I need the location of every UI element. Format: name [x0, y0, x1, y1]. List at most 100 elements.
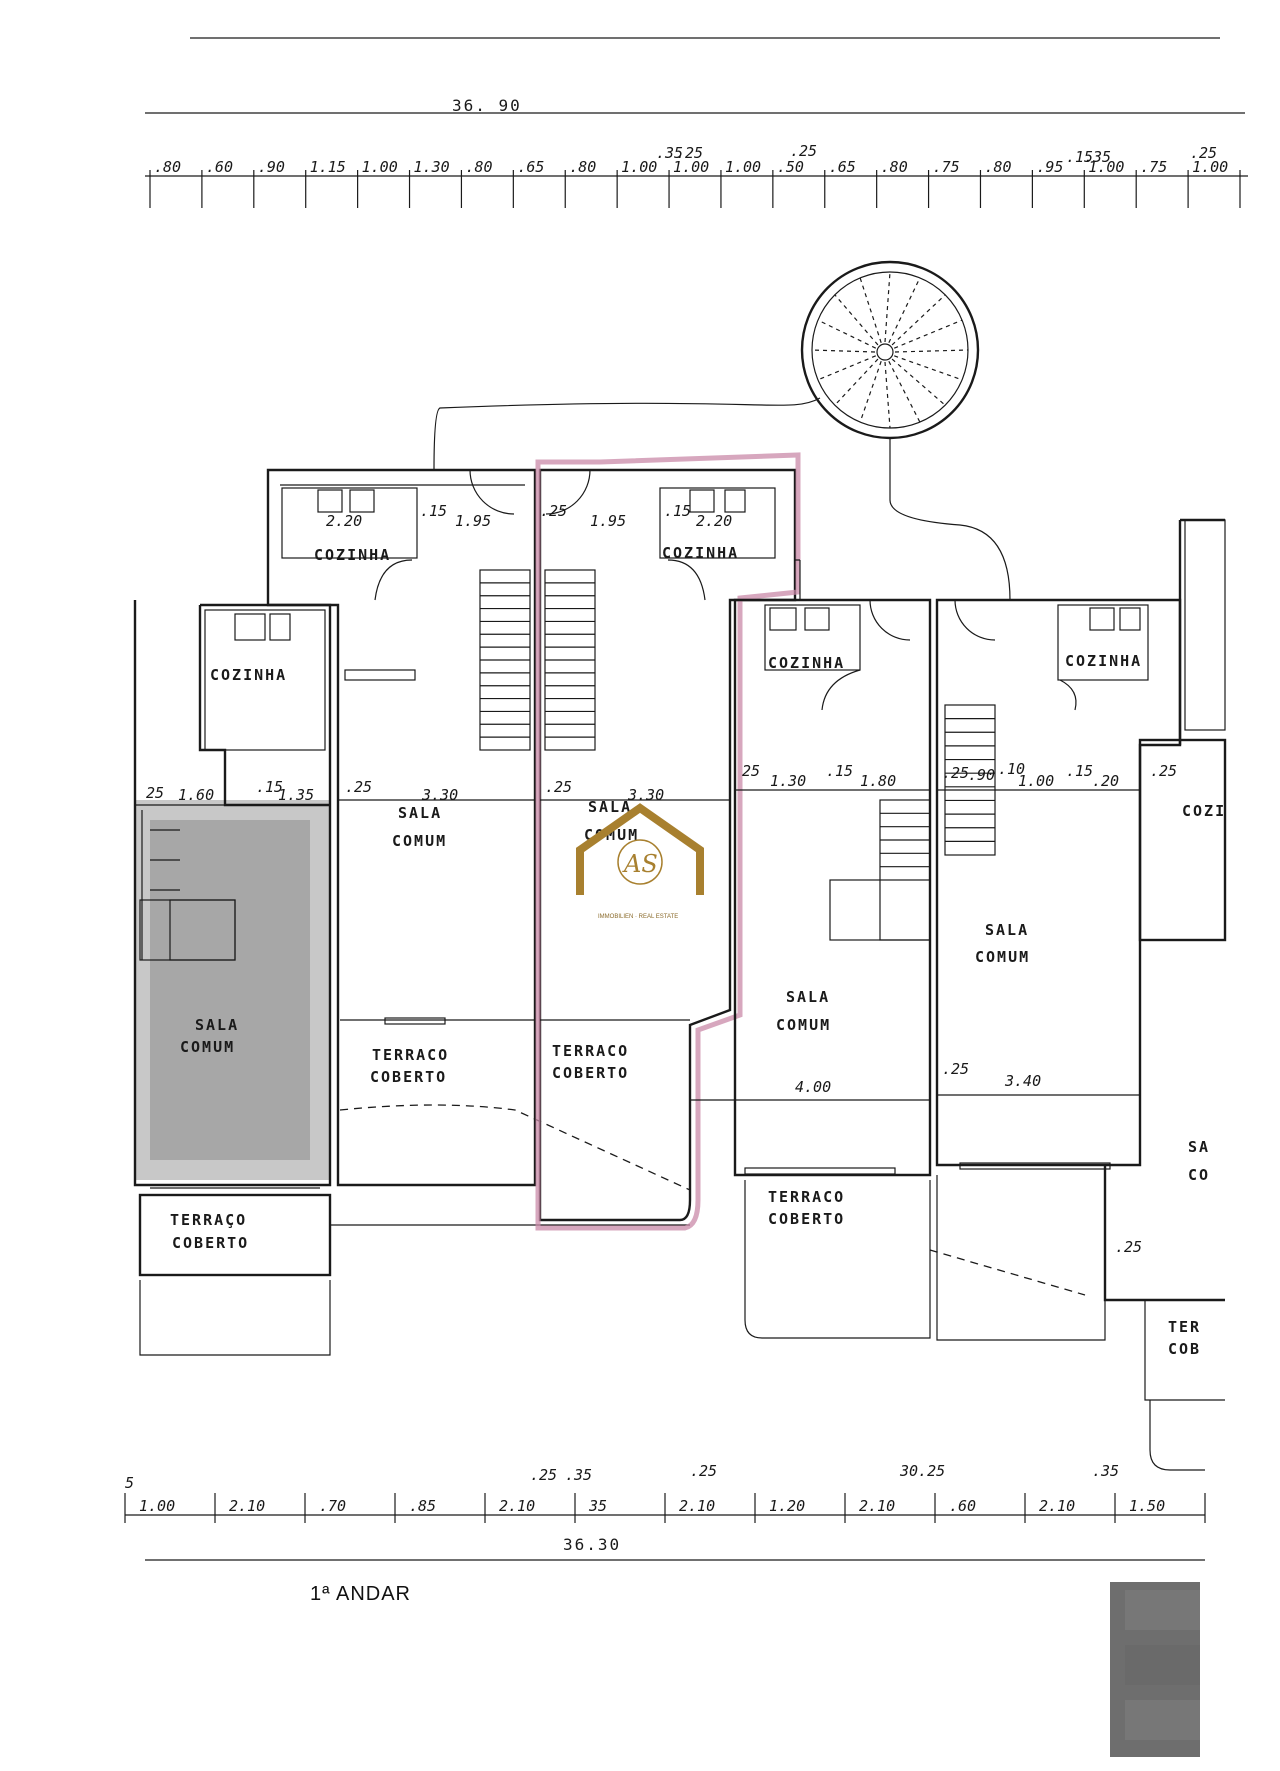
spiral-step	[884, 361, 891, 429]
top-small-dim-3: .25	[790, 142, 817, 160]
spiral-access-path-right	[889, 438, 1011, 601]
bottom-small-dim-1: 5	[125, 1474, 134, 1492]
spiral-step	[834, 294, 879, 346]
spiral-step	[817, 319, 877, 349]
dim-u5-25b: .25	[1150, 762, 1177, 780]
bottom-seg-label: .70	[319, 1497, 346, 1515]
sala-5-label-2: COMUM	[975, 948, 1030, 966]
top-seg-label: .75	[1140, 158, 1167, 176]
door-3	[545, 469, 591, 515]
dim-u5-25c: .25	[942, 1060, 969, 1078]
stairs-2	[479, 569, 531, 751]
unit-right-partial: COZI SA CO .25 TER COB	[1103, 518, 1227, 1471]
dim-u2-195: 1.95	[455, 512, 491, 530]
logo-tagline: IMMOBILIEN · REAL ESTATE	[598, 914, 678, 920]
dim-u4-25: 25	[742, 762, 760, 780]
sala-2-label-2: COMUM	[392, 832, 447, 850]
logo-initials: AS	[622, 850, 658, 878]
sala-cut-label: SA	[1188, 1138, 1210, 1156]
bottom-small-dim-4: .25	[690, 1462, 717, 1480]
bottom-seg-label: 35	[588, 1497, 607, 1515]
spiral-step	[834, 358, 879, 406]
bottom-seg-label: 2.10	[229, 1497, 265, 1515]
spiral-step	[891, 358, 946, 406]
kitchen-2	[281, 487, 418, 559]
dim-u3-15: .15	[664, 502, 691, 520]
sala-left-label-2: COMUM	[180, 1038, 235, 1056]
floor-label: 1ª ANDAR	[310, 1583, 411, 1605]
bottom-small-dim-6: .35	[1092, 1462, 1119, 1480]
top-seg-label: .80	[881, 158, 908, 176]
dim-right-25: .25	[1115, 1238, 1142, 1256]
spiral-step	[811, 349, 876, 353]
spiral-step	[894, 319, 963, 349]
sala-left-label-1: SALA	[195, 1016, 239, 1034]
bottom-seg-label: 2.10	[1039, 1497, 1075, 1515]
dim-u3-25b: .25	[545, 778, 572, 796]
dim-left-15: .15	[256, 778, 283, 796]
top-seg-label: .95	[1036, 158, 1063, 176]
spiral-step	[894, 349, 969, 353]
top-seg-label: .75	[933, 158, 960, 176]
bottom-small-dim-5: 30.25	[899, 1462, 945, 1480]
unit-highlight-outline	[535, 452, 801, 1231]
dim-left-25b: .25	[345, 778, 372, 796]
terrace-left-label-1: TERRAÇO	[170, 1211, 247, 1229]
top-small-dim-4: .15	[1066, 148, 1093, 166]
top-seg-label: 1.15	[310, 158, 346, 176]
top-seg-label: .65	[829, 158, 856, 176]
spiral-step	[859, 361, 882, 423]
bottom-small-dim-2: .25	[530, 1466, 557, 1484]
agency-logo: AS IMMOBILIEN · REAL ESTATE	[576, 803, 704, 920]
spiral-step	[859, 277, 882, 343]
top-seg-label: 1.30	[414, 158, 450, 176]
unit-2: 2.20 .15 1.95 COZINHA 3.30 SALA COMUM TE…	[266, 468, 691, 1226]
dim-u5-100: 1.00	[1018, 772, 1054, 790]
dim-u5-20: .20	[1092, 772, 1119, 790]
unit-3-highlighted: 1.95 .15 2.20 .25 COZINHA 3.30 .25 SALA …	[535, 452, 801, 1231]
top-small-dim-1: .35	[656, 144, 683, 162]
dim-u4-15: .15	[826, 762, 853, 780]
top-seg-label: 1.00	[1192, 158, 1228, 176]
stairs-left	[139, 810, 236, 961]
top-seg-label: .60	[206, 158, 233, 176]
bottom-chain-ticks	[124, 1493, 1206, 1523]
sala-4-label-2: COMUM	[776, 1016, 831, 1034]
top-seg-label: 1.00	[673, 158, 709, 176]
bottom-small-dim-3: .35	[565, 1466, 592, 1484]
spiral-staircase	[433, 260, 1011, 601]
dim-u5-340: 3.40	[1004, 1072, 1041, 1090]
bottom-seg-label: .85	[409, 1497, 436, 1515]
top-seg-label: 1.00	[362, 158, 398, 176]
door-2	[469, 469, 515, 515]
top-seg-label: 1.00	[725, 158, 761, 176]
dim-u2-330: 3.30	[421, 786, 458, 804]
kitchen-cut-label: COZI	[1182, 802, 1226, 820]
top-seg-label: 1.00	[1088, 158, 1124, 176]
kitchen-5	[1057, 604, 1149, 681]
kitchen-4-label: COZINHA	[768, 654, 845, 672]
sala-2-label-1: SALA	[398, 804, 442, 822]
bottom-seg-label: .60	[949, 1497, 976, 1515]
spiral-step	[888, 277, 921, 344]
spiral-step	[817, 355, 876, 381]
dim-u3-25: .25	[540, 502, 567, 520]
bottom-seg-label: 1.50	[1129, 1497, 1165, 1515]
top-seg-label: .50	[777, 158, 804, 176]
top-small-dim-5: .35	[1084, 148, 1111, 166]
kitchen-left-label: COZINHA	[210, 666, 287, 684]
terrace-3-label-2: COBERTO	[552, 1064, 629, 1082]
dim-u4-180: 1.80	[860, 772, 896, 790]
unit-5: COZINHA .25 .90 .10 1.00 .15 .20 .25 SAL…	[929, 598, 1182, 1341]
stairs-3	[544, 569, 596, 751]
dim-u4-400: 4.00	[795, 1078, 831, 1096]
spiral-step	[888, 360, 921, 423]
sala-4-label-1: SALA	[786, 988, 830, 1006]
top-small-dim-6: .25	[1190, 144, 1217, 162]
bottom-seg-label: 2.10	[859, 1497, 895, 1515]
terrace-2-label-2: COBERTO	[370, 1068, 447, 1086]
sala-3-label-1: SALA	[588, 798, 632, 816]
